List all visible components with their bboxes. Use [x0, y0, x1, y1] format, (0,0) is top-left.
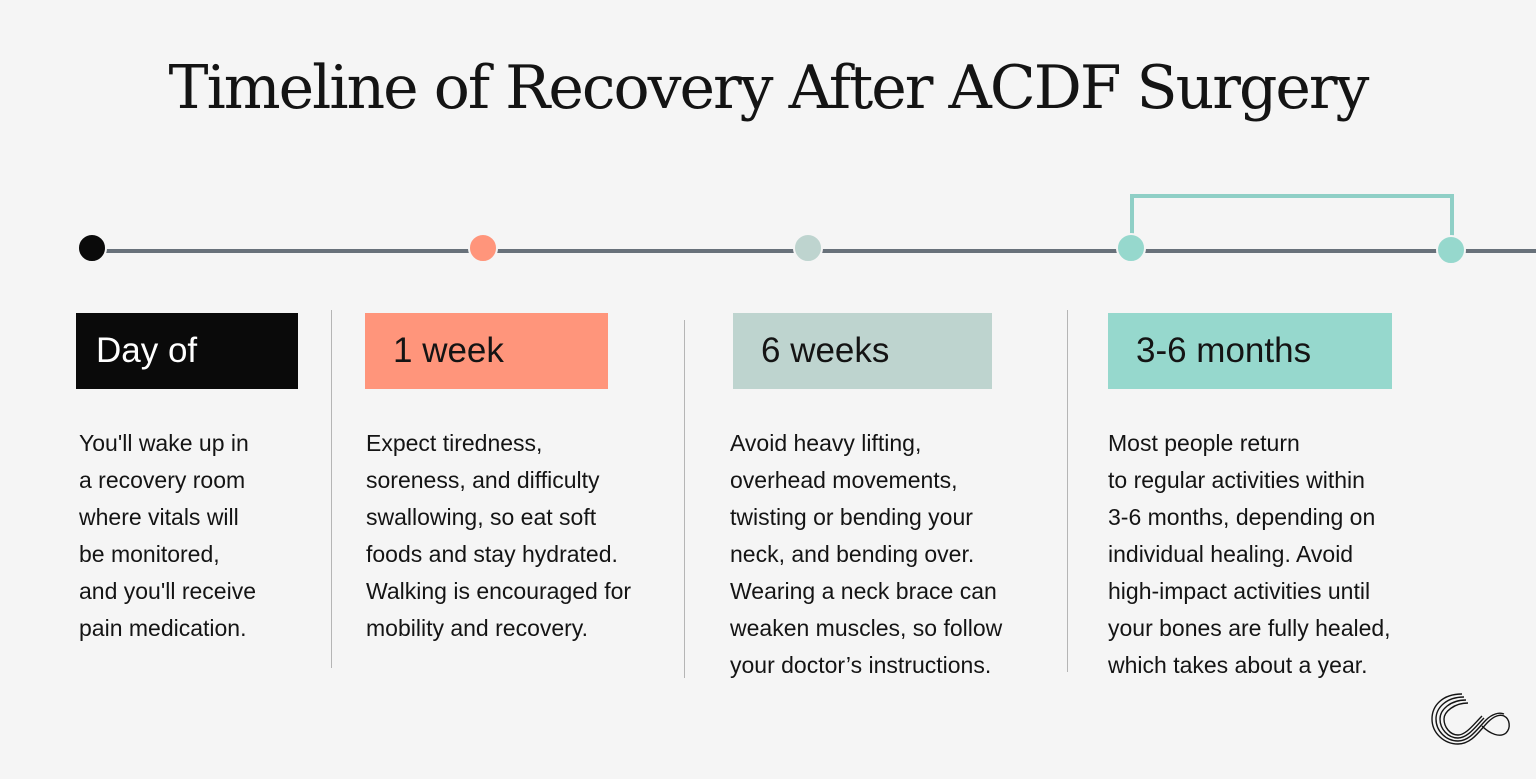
- loop-logo-icon: [1431, 693, 1510, 745]
- stage-label-text: 1 week: [393, 331, 504, 370]
- timeline-dot-3-months: [1116, 233, 1146, 263]
- timeline-dot-1-week: [468, 233, 498, 263]
- stage-label-1-week: 1 week: [365, 313, 608, 389]
- column-divider: [684, 320, 685, 678]
- column-divider: [1067, 310, 1068, 672]
- stage-label-6-weeks: 6 weeks: [733, 313, 992, 389]
- page-title: Timeline of Recovery After ACDF Surgery: [168, 53, 1370, 123]
- stage-label-text: 6 weeks: [761, 331, 890, 370]
- timeline-range-bracket: [1130, 194, 1454, 238]
- stage-description-1-week: Expect tiredness, soreness, and difficul…: [366, 430, 632, 641]
- timeline-dot-6-weeks: [793, 233, 823, 263]
- timeline-dot-6-months: [1436, 235, 1466, 265]
- stage-description-day-of: You'll wake up in a recovery room where …: [79, 430, 256, 641]
- stage-label-text: Day of: [96, 331, 198, 370]
- column-divider: [331, 310, 332, 668]
- stage-label-3-6-months: 3-6 months: [1108, 313, 1392, 389]
- stage-label-text: 3-6 months: [1136, 331, 1312, 370]
- stage-label-day-of: Day of: [76, 313, 298, 389]
- stage-description-3-6-months: Most people return to regular activities…: [1108, 430, 1391, 678]
- stage-description-6-weeks: Avoid heavy lifting, overhead movements,…: [730, 430, 1003, 678]
- timeline-dot-day-of: [77, 233, 107, 263]
